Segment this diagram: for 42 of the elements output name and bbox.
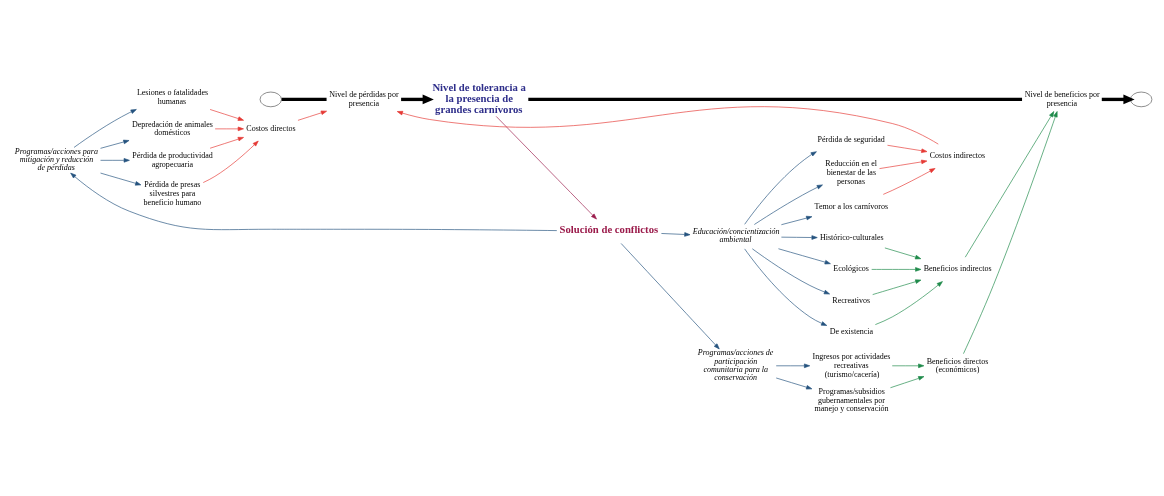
arrow (891, 363, 925, 368)
node-cloud (259, 91, 282, 107)
arrow (1101, 94, 1135, 104)
arrow (778, 247, 831, 264)
arrow (964, 110, 1055, 258)
arrow (495, 115, 597, 219)
node-cloud (1130, 91, 1153, 107)
connector (528, 97, 1023, 101)
arrow (100, 139, 130, 149)
arrow (744, 248, 828, 326)
arrow (882, 167, 936, 195)
arrow (775, 363, 811, 368)
arrow (620, 242, 720, 349)
arrow (209, 136, 244, 149)
arrow (100, 172, 142, 185)
arrow (100, 157, 130, 163)
arrow (887, 144, 928, 153)
arrow (209, 108, 244, 121)
node-text: Nivel de tolerancia a la presencia de grandes carnívoros (432, 80, 526, 115)
arrow (661, 231, 691, 237)
node-text: Solución de conflictos (559, 222, 659, 235)
arrow (875, 280, 943, 325)
arrow (781, 215, 813, 225)
arrow (751, 247, 830, 294)
arrow (872, 279, 922, 295)
arrow (401, 94, 434, 104)
arrow (963, 110, 1058, 354)
arrow (73, 108, 137, 148)
arrow (754, 184, 823, 225)
arrow (871, 266, 922, 272)
arrow (879, 159, 928, 169)
arrow (890, 375, 925, 388)
arrow (70, 172, 558, 231)
arrow (202, 140, 259, 183)
connector (281, 97, 327, 101)
arrow (781, 234, 818, 240)
arrow (744, 150, 817, 225)
arrow (396, 105, 939, 144)
arrow (214, 126, 244, 131)
arrow (775, 377, 813, 389)
arrow (297, 110, 327, 121)
arrow (884, 247, 922, 259)
